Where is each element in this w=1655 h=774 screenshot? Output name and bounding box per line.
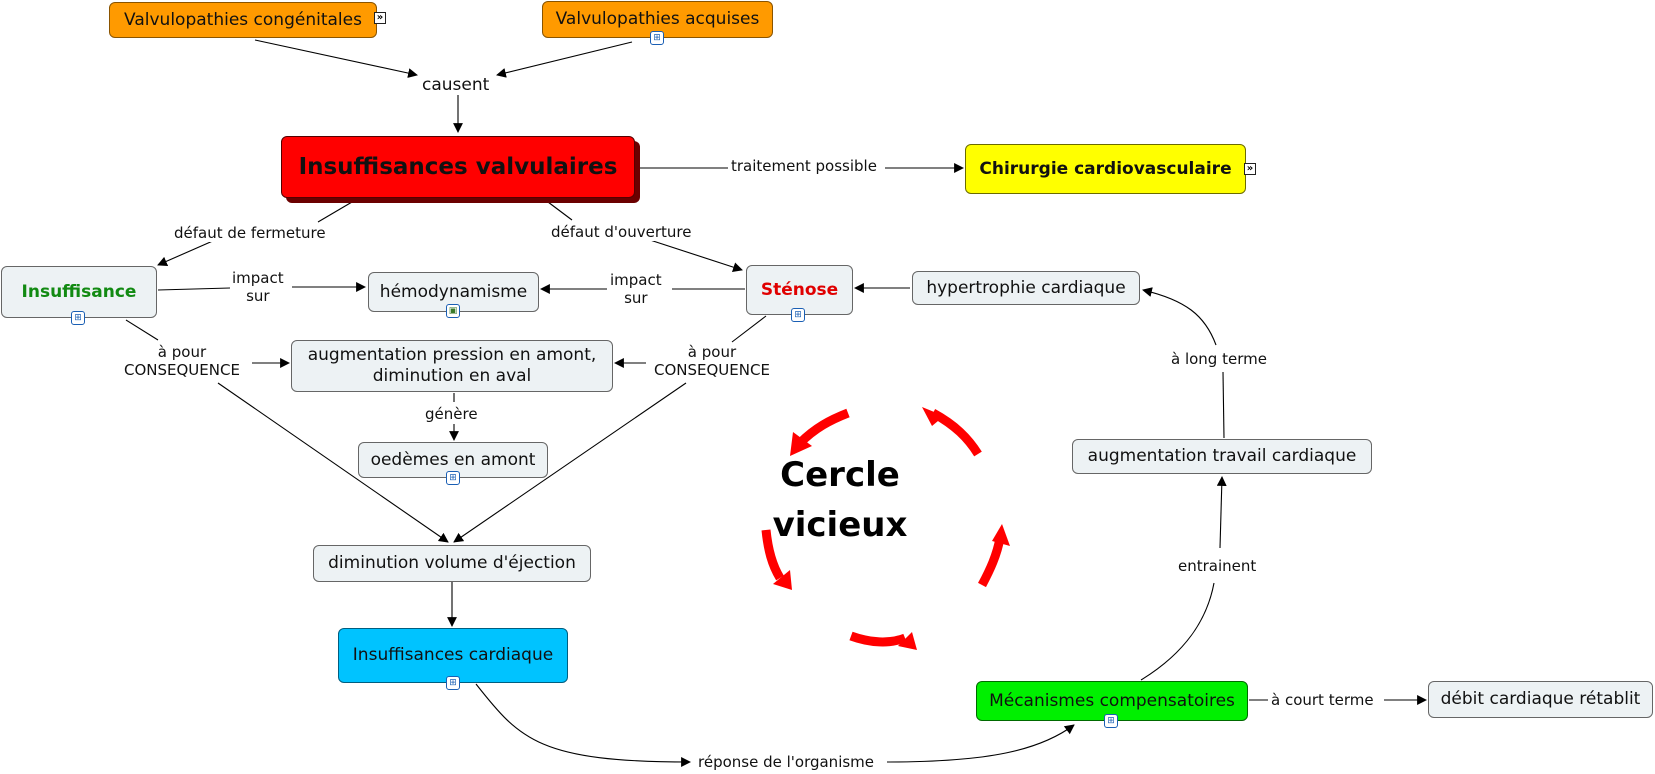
link-iv-ouverture <box>547 201 573 221</box>
link-label-line-2: sur <box>246 287 270 305</box>
link-stenose-consequence <box>731 315 767 343</box>
link-insuffisance-consequence <box>125 319 159 341</box>
image-icon[interactable]: ▣ <box>446 304 460 318</box>
link-consequence-diminution <box>217 382 449 543</box>
link-travail-long <box>1222 371 1225 439</box>
cycle-arrow-bottom <box>849 631 907 647</box>
expand-chevron-icon[interactable]: » <box>374 12 386 24</box>
node-augmentation-pression[interactable]: augmentation pression en amont,diminutio… <box>291 340 613 392</box>
link-label-defaut-ouverture: défaut d'ouverture <box>549 223 694 241</box>
cycle-arrows <box>761 408 1005 647</box>
cycle-arrowhead-1 <box>790 432 812 456</box>
link-acquises-causent <box>496 41 633 78</box>
node-label: diminution volume d'éjection <box>328 553 576 573</box>
submap-icon[interactable]: ⊞ <box>71 311 85 325</box>
node-label: Valvulopathies acquises <box>555 9 760 29</box>
node-label: Sténose <box>760 279 839 300</box>
link-insuffisance-impact <box>157 287 231 291</box>
node-insuffisances-cardiaque[interactable]: Insuffisances cardiaque <box>338 628 568 683</box>
node-insuffisance[interactable]: Insuffisance <box>1 266 157 318</box>
link-ic-reponse <box>475 683 691 767</box>
node-label: Insuffisance <box>21 281 137 302</box>
cycle-arrowhead-3 <box>773 570 792 590</box>
node-label: hypertrophie cardiaque <box>926 277 1126 298</box>
node-valvulopathies-congenitales[interactable]: Valvulopathies congénitales <box>109 2 377 38</box>
cycle-title: Cercle vicieux <box>760 450 920 550</box>
node-label: hémodynamisme <box>379 281 528 302</box>
cycle-title-line-2: vicieux <box>772 505 908 545</box>
cycle-arrow-top-left <box>796 408 850 447</box>
link-label-reponse: réponse de l'organisme <box>696 753 877 771</box>
cycle-arrowhead-5 <box>898 632 917 650</box>
node-label-line-1: augmentation pression en amont, <box>307 345 597 365</box>
link-congenitales-causent <box>254 39 418 78</box>
link-label-traitement: traitement possible <box>729 157 879 175</box>
link-reponse-mecanismes <box>886 724 1075 763</box>
link-label-court-terme: à court terme <box>1269 691 1376 709</box>
submap-icon[interactable]: ⊞ <box>650 31 664 45</box>
link-label-line-2: CONSEQUENCE <box>654 361 770 379</box>
node-stenose[interactable]: Sténose <box>746 265 853 315</box>
link-label-defaut-fermeture: défaut de fermeture <box>172 224 328 242</box>
submap-icon[interactable]: ⊞ <box>1104 714 1118 728</box>
link-label-line-1: impact <box>610 271 662 289</box>
link-ouverture-stenose <box>649 239 743 272</box>
node-label: Insuffisances cardiaque <box>352 645 554 665</box>
node-label: augmentation travail cardiaque <box>1087 446 1357 466</box>
node-hypertrophie-cardiaque[interactable]: hypertrophie cardiaque <box>912 271 1140 305</box>
link-label-long-terme: à long terme <box>1169 350 1269 368</box>
node-label: Insuffisances valvulaires <box>298 153 618 180</box>
link-label-line-2: CONSEQUENCE <box>124 361 240 379</box>
node-chirurgie-cardiovasculaire[interactable]: Chirurgie cardiovasculaire <box>965 144 1246 194</box>
expand-chevron-icon[interactable]: » <box>1244 163 1256 175</box>
node-insuffisances-valvulaires[interactable]: Insuffisances valvulaires <box>281 136 635 198</box>
submap-icon[interactable]: ⊞ <box>791 308 805 322</box>
cycle-arrow-right <box>978 537 1005 588</box>
submap-icon[interactable]: ⊞ <box>446 471 460 485</box>
link-long-hypertrophie <box>1142 287 1217 346</box>
cycle-arrowhead-4 <box>992 524 1010 546</box>
link-entrainent-travail <box>1216 476 1227 549</box>
link-iv-fermeture <box>317 201 353 223</box>
link-label-line-1: à pour <box>687 343 737 361</box>
link-label-line-1: à pour <box>157 343 207 361</box>
link-label-entrainent: entrainent <box>1176 557 1259 575</box>
link-label-causent: causent <box>420 75 492 95</box>
node-debit-cardiaque[interactable]: débit cardiaque rétablit <box>1428 681 1653 718</box>
cycle-title-line-1: Cercle <box>780 455 900 495</box>
link-consequence2-diminution <box>453 382 687 543</box>
node-diminution-volume[interactable]: diminution volume d'éjection <box>313 545 591 582</box>
link-label-genere: génère <box>423 405 480 423</box>
node-label: oedèmes en amont <box>370 449 536 470</box>
node-label: débit cardiaque rétablit <box>1440 689 1641 709</box>
link-label-line-1: impact <box>232 269 284 287</box>
node-label: Chirurgie cardiovasculaire <box>979 158 1232 179</box>
link-mecanismes-entrainent <box>1140 582 1215 681</box>
node-label: augmentation pression en amont,diminutio… <box>308 345 597 387</box>
node-augmentation-travail[interactable]: augmentation travail cardiaque <box>1072 439 1372 474</box>
cycle-arrow-left <box>761 529 784 581</box>
submap-icon[interactable]: ⊞ <box>446 676 460 690</box>
node-label-line-2: diminution en aval <box>372 366 532 386</box>
link-label-line-2: sur <box>624 289 648 307</box>
cycle-arrowhead-2 <box>922 407 944 426</box>
link-fermeture-insuffisance <box>157 239 216 266</box>
cycle-arrowheads <box>773 407 1010 650</box>
node-label: Mécanismes compensatoires <box>989 690 1235 711</box>
node-label: Valvulopathies congénitales <box>124 9 362 30</box>
